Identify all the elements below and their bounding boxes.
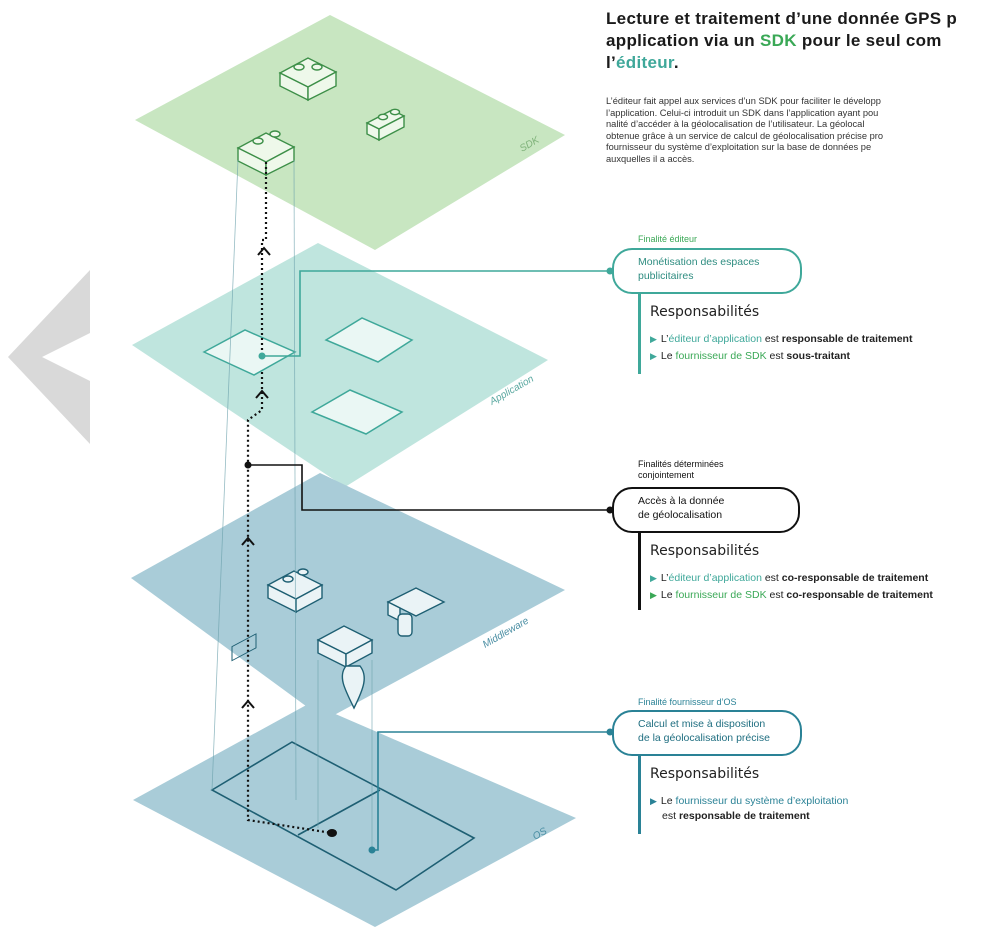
text: Le [660, 350, 676, 362]
text: est [766, 589, 787, 601]
middleware-plane: Middleware [131, 473, 565, 720]
editeur-small-label: Finalité éditeur [638, 234, 698, 244]
title-text: . [673, 53, 679, 72]
pill-line: Monétisation des espaces [638, 256, 760, 268]
text: Finalités déterminées [638, 459, 724, 469]
pill-line: publicitaires [638, 270, 694, 282]
editeur-resp-title: Responsabilités [650, 304, 760, 320]
os-resp-line-2: est responsable de traitement [662, 810, 810, 823]
sdk-plane: SDK [135, 15, 565, 250]
text: sous-traitant [786, 350, 851, 362]
os-purpose-pill: Calcul et mise à disposition de la géolo… [612, 710, 802, 756]
text: est [766, 350, 787, 362]
title-sdk: SDK [760, 31, 797, 50]
connector-editeur [262, 270, 610, 357]
text: co-responsable de traitement [786, 589, 933, 601]
lock-block-icon [386, 587, 446, 637]
pill-line: de géolocalisation [638, 509, 723, 521]
title-text: application via un [606, 31, 761, 50]
os-resp-title: Responsabilités [650, 766, 760, 782]
text: éditeur d’application [668, 333, 762, 345]
conjointe-resp-line-1: ▶L’éditeur d’application est co-responsa… [650, 572, 929, 584]
editeur-resp-line-1: ▶L’éditeur d’application est responsable… [650, 333, 913, 345]
title-line-3: l’éditeur. [606, 52, 987, 74]
description: L’éditeur fait appel aux services d’un S… [606, 96, 987, 166]
os-resp-line-1: ▶Le fournisseur du système d’exploitatio… [650, 795, 849, 807]
location-block-icon [316, 625, 374, 710]
app-widget-icon [202, 329, 297, 376]
description-line: L’éditeur fait appel aux services d’un S… [606, 96, 881, 106]
page-title: Lecture et traitement d’une donnée GPS p… [606, 8, 987, 74]
text: co-responsable de traitement [781, 572, 929, 584]
data-flow-path [246, 162, 333, 835]
description-line: nalité d’accéder à la géolocalisation de… [606, 119, 865, 130]
text: conjointement [638, 470, 695, 480]
connector-conjointe [248, 464, 610, 511]
text: éditeur d’application [668, 572, 762, 584]
description-line: obtenue grâce à un service de calcul de … [606, 130, 884, 141]
conjointe-small-label: Finalités déterminées conjointement [638, 459, 724, 481]
text: fournisseur de SDK [675, 350, 767, 362]
title-line-1: Lecture et traitement d’une donnée GPS p [606, 9, 958, 28]
text: L’ [660, 333, 669, 345]
conjointe-bar [638, 533, 641, 610]
text: L’ [660, 572, 669, 584]
sdk-block-icon [236, 130, 296, 177]
title-text: pour le seul com [796, 31, 942, 50]
text: est [662, 810, 679, 822]
os-small-label: Finalité fournisseur d’OS [638, 697, 737, 707]
app-widget-icon [324, 317, 414, 363]
pill-line: de la géolocalisation précise [638, 732, 770, 744]
text: est [761, 333, 782, 345]
sdk-block-icon [365, 108, 406, 142]
source-dot [327, 829, 337, 837]
editeur-purpose-pill: Monétisation des espaces publicitaires [612, 248, 802, 294]
pill-line: Calcul et mise à disposition [638, 718, 766, 730]
conjointe-resp-line-2: ▶Le fournisseur de SDK est co-responsabl… [650, 589, 933, 601]
os-bar [638, 756, 641, 834]
back-arrow-icon[interactable] [8, 270, 90, 444]
phone-outline [210, 633, 476, 891]
editeur-resp-line-2: ▶Le fournisseur de SDK est sous-traitant [650, 350, 851, 362]
text: fournisseur du système d’exploitation [675, 795, 849, 807]
description-line: auxquelles il a accès. [606, 153, 695, 164]
sdk-block-icon [278, 57, 338, 102]
pill-line: Accès à la donnée [638, 495, 725, 507]
text: Le [660, 589, 676, 601]
up-arrow-icon [241, 246, 271, 709]
conjointe-purpose-pill: Accès à la donnée de géolocalisation [612, 487, 800, 533]
text: responsable de traitement [678, 810, 810, 822]
text: Le [660, 795, 676, 807]
description-line: fournisseur du système d’exploitation su… [606, 142, 872, 153]
text: fournisseur de SDK [675, 589, 767, 601]
description-line: l’application. Celui-ci introduit un SDK… [606, 107, 879, 118]
app-widget-icon [310, 389, 404, 435]
conjointe-resp-title: Responsabilités [650, 543, 760, 559]
editeur-bar [638, 294, 641, 374]
text: responsable de traitement [781, 333, 913, 345]
title-editeur: éditeur [616, 53, 674, 72]
title-text: l’ [606, 53, 617, 72]
text: est [761, 572, 782, 584]
title-line-2: application via un SDK pour le seul com [606, 30, 987, 52]
application-plane: Application [132, 243, 548, 487]
